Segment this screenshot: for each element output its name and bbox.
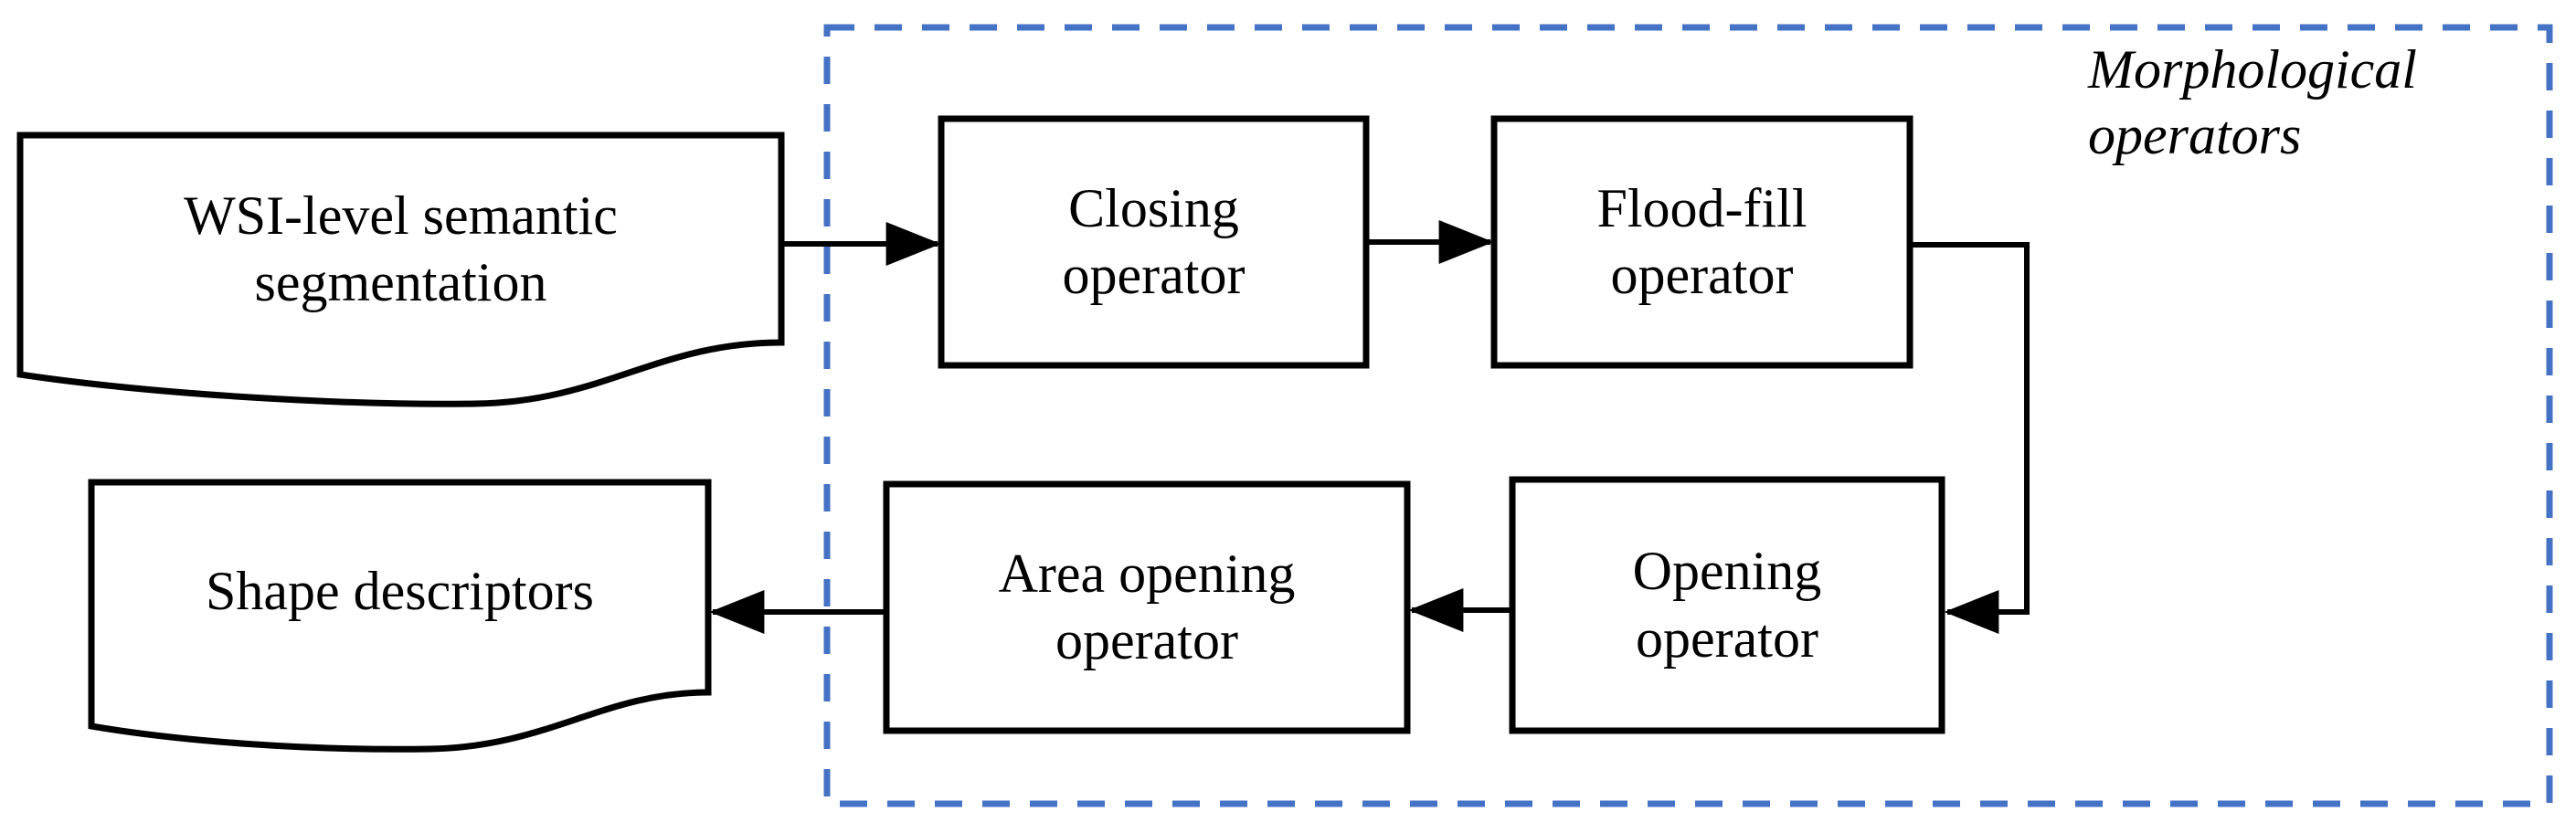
morphological-operators-group-box bbox=[823, 24, 2553, 807]
node-shape-flood-fill-operator bbox=[1490, 115, 1913, 369]
node-shape-wsi-segmentation bbox=[16, 132, 785, 407]
edge-floodfill-to-opening bbox=[1910, 242, 2030, 634]
node-shape-shape-descriptors bbox=[88, 479, 712, 753]
morphological-operators-group-label: Morphological operators bbox=[2088, 39, 2417, 165]
node-shape-closing-operator bbox=[938, 115, 1370, 369]
node-shape-area-opening-operator bbox=[883, 480, 1411, 734]
node-shape-opening-operator bbox=[1509, 476, 1945, 734]
